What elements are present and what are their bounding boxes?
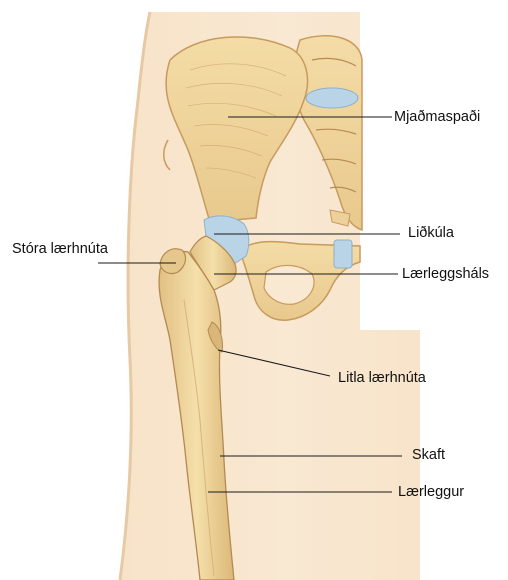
label-laerleggshals: Lærleggsháls: [402, 266, 489, 282]
label-mjadmaspadi: Mjaðmaspaði: [394, 109, 480, 125]
label-lidkula: Liðkúla: [408, 225, 454, 241]
label-stora-laerhnuta: Stóra lærhnúta: [12, 241, 108, 257]
label-laerleggur: Lærleggur: [398, 484, 464, 500]
label-litla-laerhnuta: Litla lærhnúta: [338, 370, 426, 386]
label-skaft: Skaft: [412, 447, 445, 463]
pubic-symphysis: [334, 240, 352, 268]
